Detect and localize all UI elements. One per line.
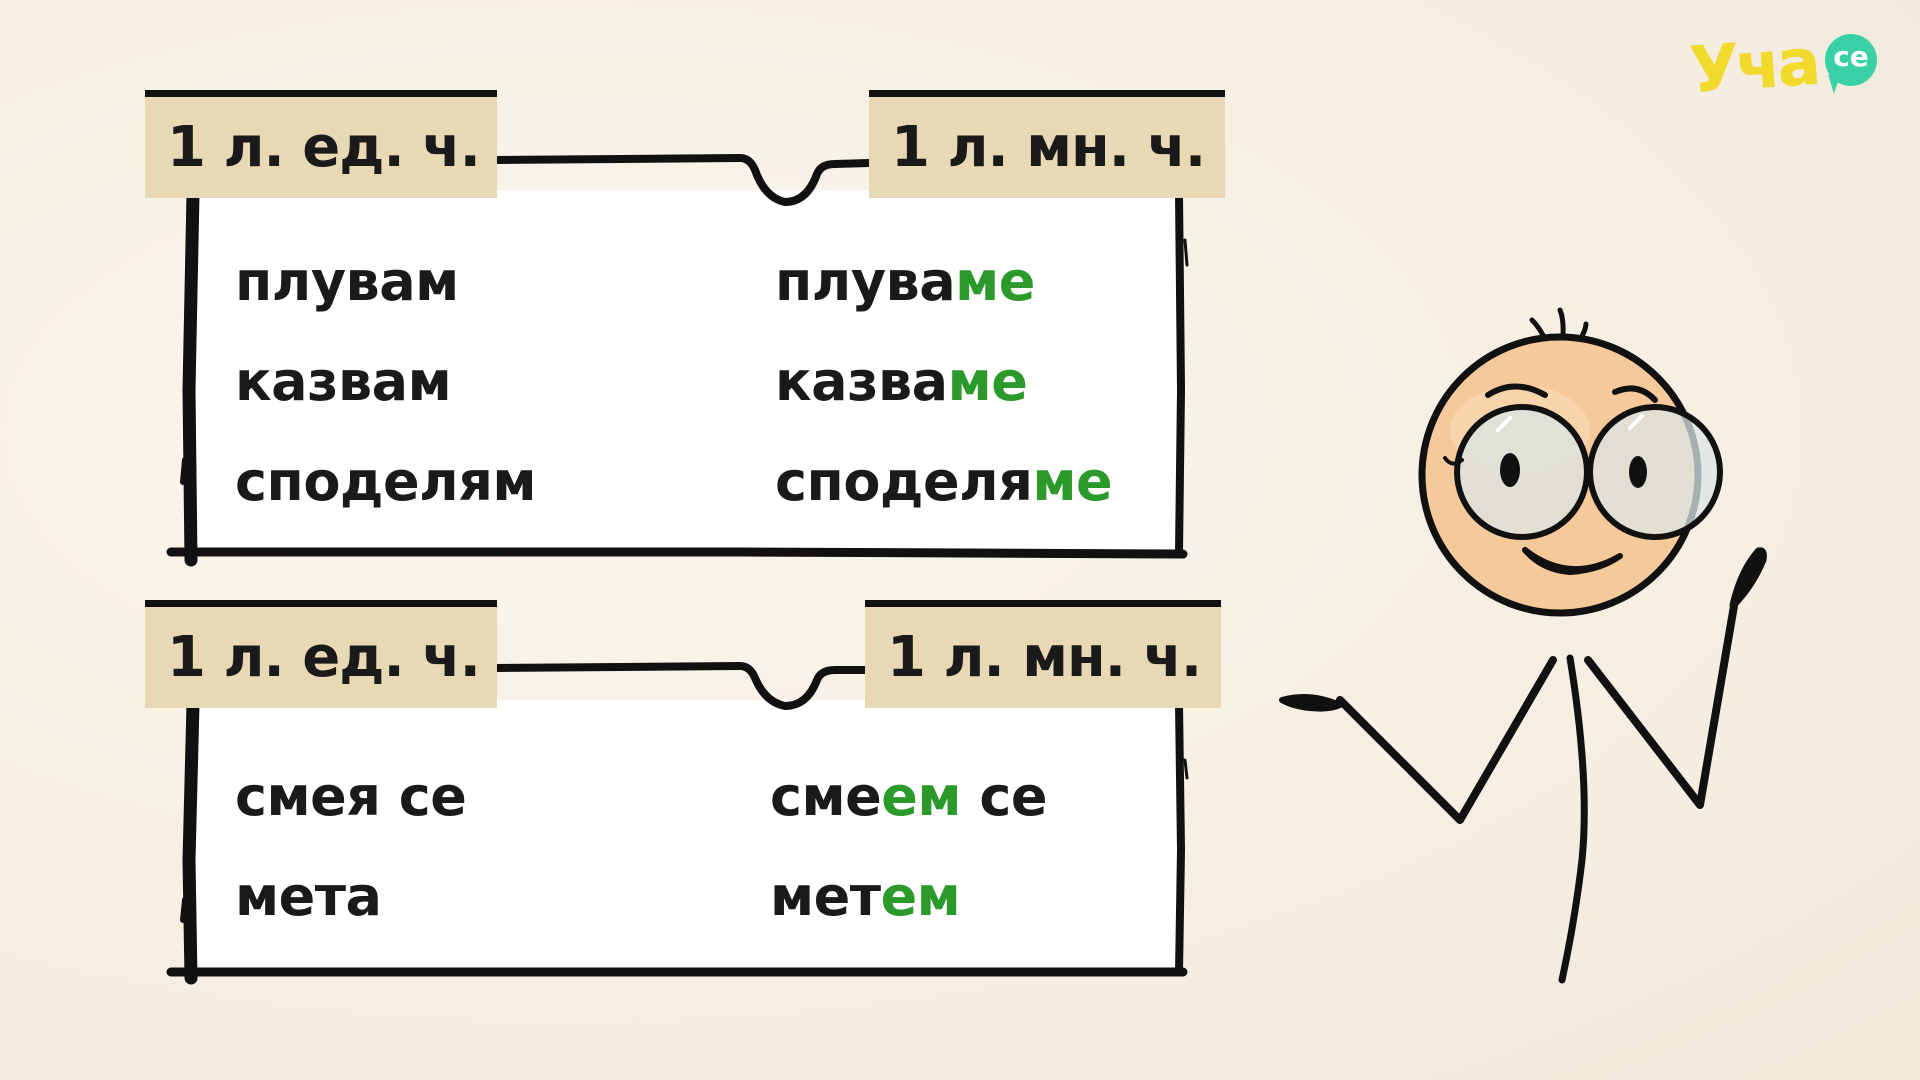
- singular-verb: казвам: [235, 350, 452, 413]
- plural-verb: казваме: [775, 350, 1028, 413]
- plural-ending: ме: [947, 350, 1028, 413]
- singular-verb: споделям: [235, 450, 537, 513]
- plural-verb: смеем се: [770, 765, 1047, 828]
- stick-figure-character: [1279, 307, 1767, 984]
- glasses-lens-left: [1454, 404, 1590, 540]
- plural-ending: ем: [880, 865, 961, 928]
- plural-label-tag: 1 л. мн. ч.: [869, 90, 1225, 198]
- singular-verb: смея се: [235, 765, 467, 828]
- glasses-lens-right: [1587, 404, 1723, 540]
- plural-label-tag: 1 л. мн. ч.: [865, 600, 1221, 708]
- body: [1558, 654, 1588, 984]
- singular-verb: плувам: [235, 250, 459, 313]
- plural-verb: метем: [770, 865, 961, 928]
- right-hand: [1729, 547, 1767, 608]
- conjugation-board-2: 1 л. ед. ч. 1 л. мн. ч. смея се смеем се…: [145, 600, 1245, 985]
- right-arm: [1584, 596, 1739, 809]
- plural-ending: ем: [881, 765, 962, 828]
- board-1-frame: [166, 154, 1189, 567]
- board-2-frame: [166, 662, 1189, 985]
- uchase-logo: Уча се: [1687, 25, 1890, 109]
- left-arm: [1336, 656, 1557, 824]
- eye-right: [1629, 456, 1647, 488]
- singular-label-tag: 1 л. ед. ч.: [145, 600, 497, 708]
- plural-ending: ме: [1032, 450, 1113, 513]
- smile: [1522, 547, 1623, 575]
- plural-verb: плуваме: [775, 250, 1035, 313]
- logo-bubble-tail: [1822, 74, 1840, 94]
- plural-verb: споделяме: [775, 450, 1113, 513]
- logo-wordmark: Уча: [1687, 25, 1820, 109]
- conjugation-board-1: 1 л. ед. ч. 1 л. мн. ч. плувам плуваме к…: [145, 90, 1245, 570]
- logo-bubble-text: се: [1833, 40, 1869, 73]
- singular-label-tag: 1 л. ед. ч.: [145, 90, 497, 198]
- singular-verb: мета: [235, 865, 382, 928]
- eye-left: [1500, 453, 1520, 487]
- left-hand: [1279, 693, 1343, 712]
- logo-speech-bubble-icon: се: [1822, 34, 1877, 94]
- plural-ending: ме: [955, 250, 1035, 313]
